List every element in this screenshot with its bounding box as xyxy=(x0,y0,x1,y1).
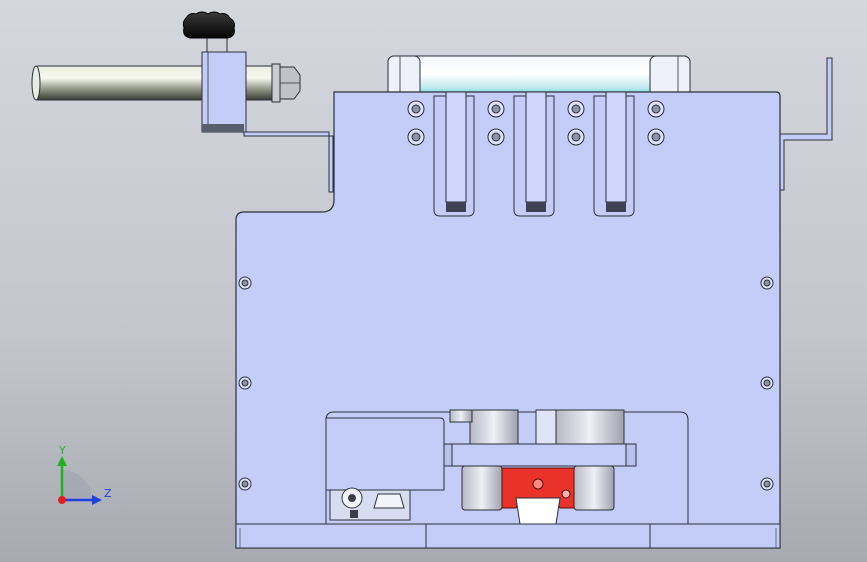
rod-clamp-block xyxy=(201,51,247,133)
roller-end-left xyxy=(387,55,421,97)
left-roller-drum xyxy=(469,409,519,447)
bolt-hole xyxy=(567,100,585,118)
slot-2 xyxy=(513,91,555,217)
roller-end-right xyxy=(649,55,691,97)
bolt-hole xyxy=(567,128,585,146)
bolt-hole xyxy=(760,276,774,290)
right-wheel xyxy=(573,465,615,511)
carriage-plate xyxy=(445,443,633,467)
bolt-hole xyxy=(238,477,252,491)
triad-quadrant xyxy=(62,470,92,500)
top-roller-assembly xyxy=(387,55,691,97)
bolt-hole xyxy=(487,128,505,146)
z-axis-label: Z xyxy=(104,487,112,500)
base-strip xyxy=(235,523,781,549)
bolt-hole xyxy=(407,128,425,146)
clamp-knob-stem xyxy=(206,37,228,53)
right-bent-bracket xyxy=(779,57,833,191)
base-plate xyxy=(235,523,781,549)
bolt-hole xyxy=(238,276,252,290)
side-rod-end xyxy=(31,65,41,101)
bolt-hole xyxy=(407,100,425,118)
y-axis-label: Y xyxy=(58,444,66,457)
rod-extension xyxy=(243,65,273,101)
lower-mechanism xyxy=(325,409,689,525)
bolt-hole xyxy=(647,128,665,146)
lower-left-block xyxy=(325,417,445,491)
bolt-hole xyxy=(760,477,774,491)
slot-1 xyxy=(433,91,475,217)
top-roller xyxy=(387,55,691,97)
bolt-hole xyxy=(647,100,665,118)
upper-slots xyxy=(433,91,635,217)
bolt-hole xyxy=(760,376,774,390)
slot-3 xyxy=(593,91,635,217)
coordinate-triad: Y Z xyxy=(57,444,112,505)
bolt-hole xyxy=(238,376,252,390)
clamp-knob-icon xyxy=(182,11,235,39)
side-rod-assembly xyxy=(31,11,334,193)
rod-nut-washer xyxy=(271,63,281,103)
right-roller-drum xyxy=(555,409,625,447)
left-wheel xyxy=(461,465,503,511)
side-rod xyxy=(33,65,210,101)
x-axis-dot xyxy=(58,496,66,504)
mount-bracket xyxy=(243,131,334,193)
bolt-pattern xyxy=(238,100,774,535)
bolt-hole xyxy=(487,100,505,118)
